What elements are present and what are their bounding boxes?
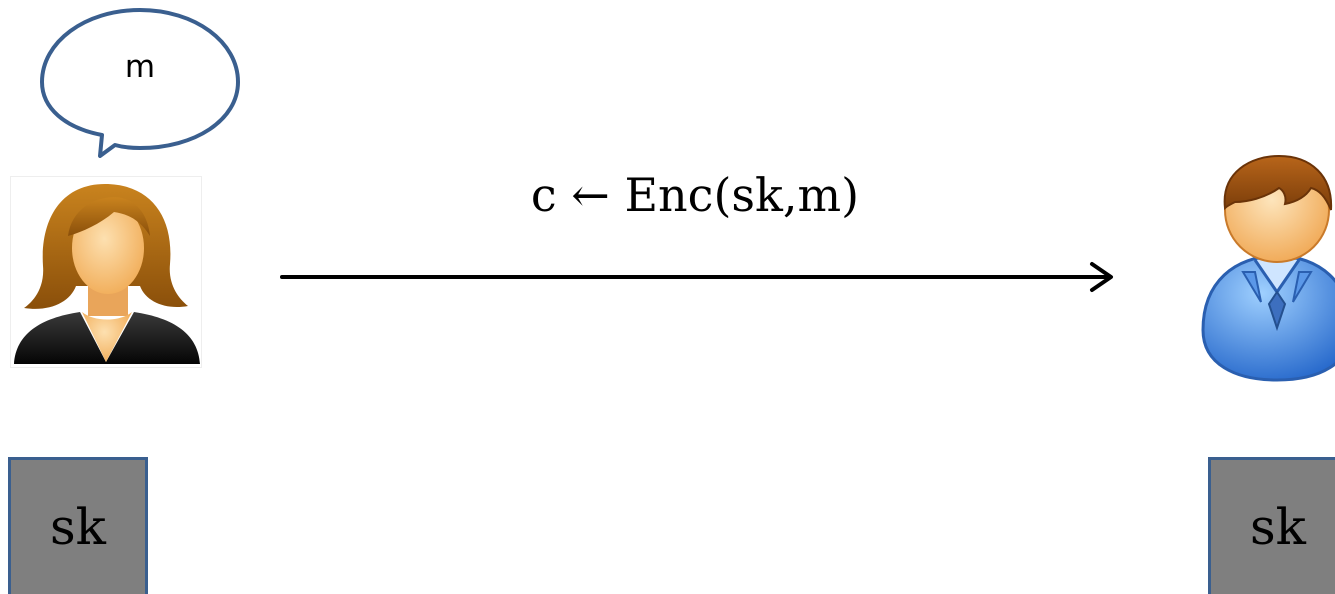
receiver-secret-key: sk — [1208, 457, 1335, 594]
man-user-icon — [1201, 154, 1335, 382]
speech-bubble-icon — [40, 8, 240, 158]
sender-key-label: sk — [50, 498, 106, 556]
woman-user-icon — [10, 176, 202, 368]
ciphertext-label: c ← Enc(sk,m) — [530, 168, 860, 222]
right-arrow — [280, 262, 1113, 292]
receiver-key-label: sk — [1250, 498, 1306, 556]
speech-bubble-message: m — [124, 49, 156, 85]
sender-secret-key: sk — [8, 457, 148, 594]
